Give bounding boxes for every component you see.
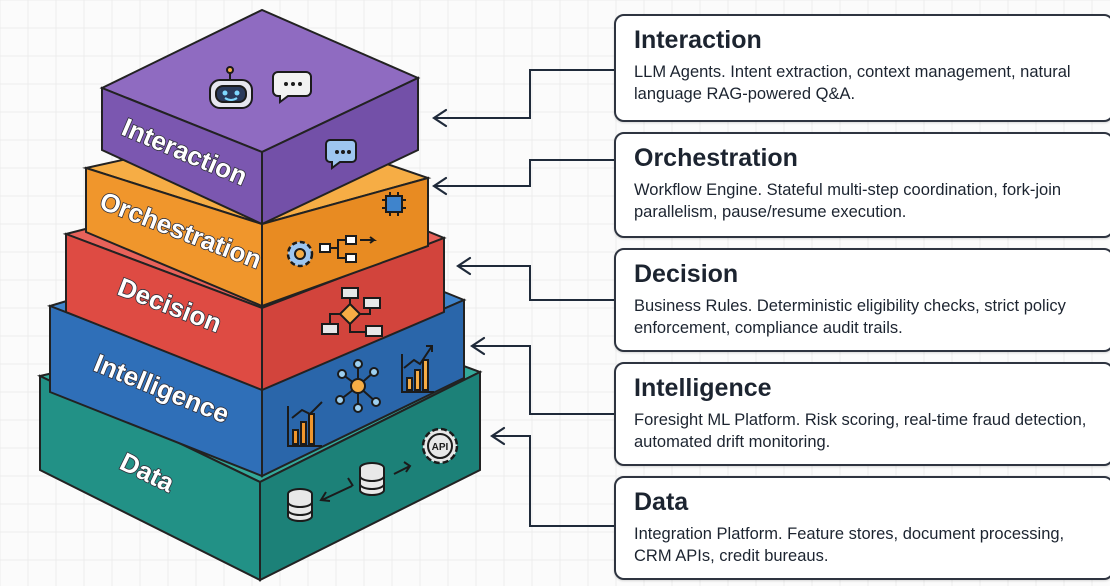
card-intelligence-title: Intelligence <box>634 374 772 402</box>
card-decision-title: Decision <box>634 260 739 288</box>
card-data-title: Data <box>634 488 689 516</box>
robot-icon <box>209 66 253 109</box>
network-icon <box>335 359 381 413</box>
bar-chart-icon <box>287 401 323 447</box>
chip-icon <box>382 192 406 216</box>
chat-bubble-icon <box>272 71 312 104</box>
chat-bubble-icon <box>325 139 357 170</box>
card-orchestration-title: Orchestration <box>634 144 798 172</box>
trend-chart-icon <box>401 345 434 393</box>
card-data: Data Integration Platform. Feature store… <box>614 476 1110 580</box>
api-label: API <box>432 442 449 453</box>
card-orchestration: Orchestration Workflow Engine. Stateful … <box>614 132 1110 238</box>
card-intelligence: Intelligence Foresight ML Platform. Risk… <box>614 362 1110 466</box>
card-decision: Decision Business Rules. Deterministic e… <box>614 248 1110 352</box>
card-decision-description: Business Rules. Deterministic eligibilit… <box>634 297 1066 337</box>
api-gear-icon: API <box>421 427 459 465</box>
card-orchestration-description: Workflow Engine. Stateful multi-step coo… <box>634 181 1062 221</box>
flowchart-icon <box>319 235 377 263</box>
card-interaction: Interaction LLM Agents. Intent extractio… <box>614 14 1110 122</box>
database-icon <box>287 461 412 522</box>
decision-flow-icon <box>321 287 383 337</box>
card-data-description: Integration Platform. Feature stores, do… <box>634 525 1065 565</box>
card-interaction-title: Interaction <box>634 26 762 54</box>
gear-icon <box>286 240 314 268</box>
card-intelligence-description: Foresight ML Platform. Risk scoring, rea… <box>634 411 1087 451</box>
card-interaction-description: LLM Agents. Intent extraction, context m… <box>634 63 1071 103</box>
